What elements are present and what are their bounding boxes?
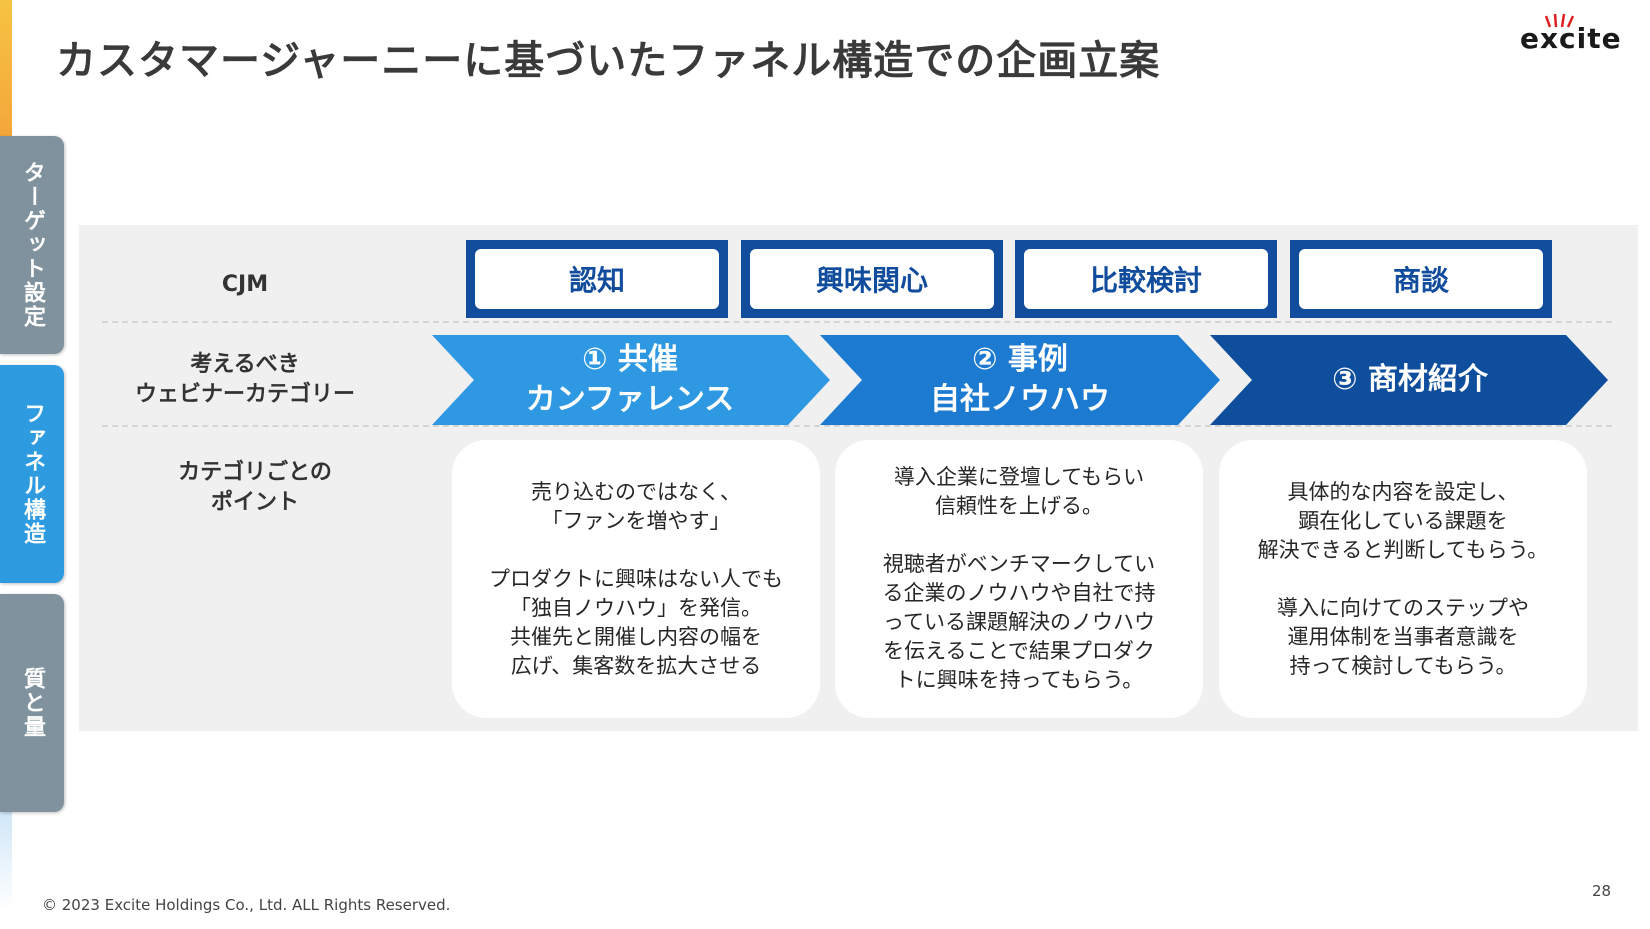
row-label-line: カテゴリごとの (178, 460, 332, 485)
category-line: ① 共催 (582, 342, 678, 377)
point-paragraph: 具体的な内容を設定し、 顕在化している課題を 解決できると判断してもらう。 (1258, 478, 1549, 565)
point-text: 導入企業に登壇してもらい 信頼性を上げる。 視聴者がベンチマークしてい る企業の… (883, 463, 1156, 695)
point-line: 運用体制を当事者意識を (1287, 624, 1519, 649)
page-number: 28 (1592, 882, 1612, 900)
excite-logo: excite (1520, 12, 1630, 62)
category-cohosted: ① 共催 カンファレンス (470, 335, 790, 425)
point-line: 持って検討してもらう。 (1289, 653, 1517, 678)
category-line: カンファレンス (525, 382, 735, 417)
category-product-intro: ③ 商材紹介 (1250, 335, 1570, 425)
category-case-study: ② 事例 自社ノウハウ (860, 335, 1180, 425)
point-line: 具体的な内容を設定し、 (1287, 479, 1519, 504)
point-text: 具体的な内容を設定し、 顕在化している課題を 解決できると判断してもらう。 導入… (1258, 478, 1549, 681)
point-card-case-study: 導入企業に登壇してもらい 信頼性を上げる。 視聴者がベンチマークしてい る企業の… (835, 440, 1203, 718)
cjm-stage-label: 認知 (475, 249, 719, 309)
row-divider (102, 425, 1612, 427)
point-line: を伝えることで結果プロダク (883, 639, 1155, 663)
cjm-stage-interest: 興味関心 (741, 240, 1003, 318)
category-line: 自社ノウハウ (930, 382, 1110, 417)
side-tab-target[interactable]: ターゲット設定 (0, 136, 64, 354)
cjm-stage-label: 比較検討 (1024, 249, 1268, 309)
row-label-category: 考えるべき ウェビナーカテゴリー (115, 350, 375, 410)
side-tab-label: ターゲット設定 (20, 161, 45, 329)
point-line: っている課題解決のノウハウ (883, 610, 1155, 634)
point-line: 「独自ノウハウ」を発信。 (510, 595, 762, 620)
point-line: 広げ、集客数を拡大させる (510, 653, 762, 678)
point-paragraph: 導入に向けてのステップや 運用体制を当事者意識を 持って検討してもらう。 (1258, 594, 1549, 681)
point-line: 導入企業に登壇してもらい (893, 465, 1145, 489)
cjm-stage-label: 商談 (1299, 249, 1543, 309)
paragraph-gap (489, 536, 783, 565)
point-line: 「ファンを増やす」 (541, 508, 731, 533)
row-divider (102, 321, 1612, 323)
side-tab-label: ファネル構造 (20, 402, 45, 546)
edge-accent-bottom (0, 810, 12, 910)
logo-text: excite (1520, 22, 1622, 55)
point-card-cohosted: 売り込むのではなく、 「ファンを増やす」 プロダクトに興味はない人でも 「独自ノ… (452, 440, 820, 718)
logo-rays-icon (1544, 13, 1575, 28)
cjm-stage-label: 興味関心 (750, 249, 994, 309)
point-paragraph: 売り込むのではなく、 「ファンを増やす」 (489, 478, 783, 536)
point-paragraph: プロダクトに興味はない人でも 「独自ノウハウ」を発信。 共催先と開催し内容の幅を… (489, 565, 783, 681)
point-paragraph: 導入企業に登壇してもらい 信頼性を上げる。 (883, 463, 1156, 521)
slide-title: カスタマージャーニーに基づいたファネル構造での企画立案 (56, 38, 1161, 84)
category-line: ③ 商材紹介 (1332, 362, 1488, 397)
point-line: 顕在化している課題を (1298, 508, 1508, 533)
paragraph-gap (883, 521, 1156, 550)
paragraph-gap (1258, 565, 1549, 594)
point-text: 売り込むのではなく、 「ファンを増やす」 プロダクトに興味はない人でも 「独自ノ… (489, 478, 783, 681)
row-label-line: ウェビナーカテゴリー (134, 382, 355, 407)
point-line: トに興味を持ってもらう。 (894, 668, 1144, 692)
row-label-cjm: CJM (221, 272, 269, 297)
copyright-footer: © 2023 Excite Holdings Co., Ltd. ALL Rig… (42, 896, 451, 914)
point-card-product-intro: 具体的な内容を設定し、 顕在化している課題を 解決できると判断してもらう。 導入… (1219, 440, 1587, 718)
point-line: 解決できると判断してもらう。 (1257, 537, 1549, 562)
side-tab-funnel[interactable]: ファネル構造 (0, 365, 64, 583)
point-line: 売り込むのではなく、 (531, 479, 741, 504)
side-tab-quality-quantity[interactable]: 質と量 (0, 594, 64, 812)
point-line: 視聴者がベンチマークしてい (882, 552, 1156, 576)
category-line: ② 事例 (972, 342, 1068, 377)
point-line: プロダクトに興味はない人でも (489, 566, 783, 591)
point-line: る企業のノウハウや自社で持 (882, 581, 1156, 605)
row-label-line: 考えるべき (190, 352, 300, 377)
row-label-points: カテゴリごとの ポイント (155, 458, 355, 518)
cjm-stage-negotiation: 商談 (1290, 240, 1552, 318)
side-tab-label: 質と量 (20, 667, 45, 739)
cjm-stage-comparison: 比較検討 (1015, 240, 1277, 318)
point-paragraph: 視聴者がベンチマークしてい る企業のノウハウや自社で持 っている課題解決のノウハ… (883, 550, 1156, 695)
row-label-line: ポイント (210, 490, 299, 515)
point-line: 信頼性を上げる。 (935, 494, 1103, 518)
point-line: 導入に向けてのステップや (1276, 595, 1529, 620)
point-line: 共催先と開催し内容の幅を (510, 624, 762, 649)
cjm-stage-awareness: 認知 (466, 240, 728, 318)
edge-accent-top (0, 0, 12, 140)
